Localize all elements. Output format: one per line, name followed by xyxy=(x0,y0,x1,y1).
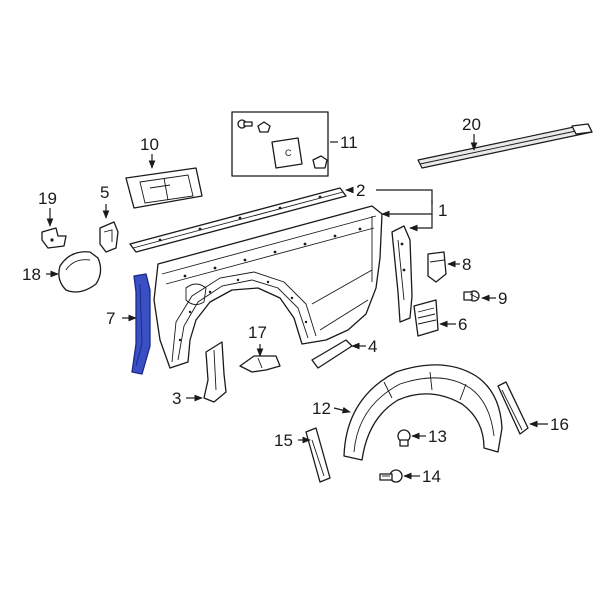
callout-18: 18 xyxy=(22,265,41,284)
part-1-vertical-bracket[interactable] xyxy=(391,225,413,323)
callout-8: 8 xyxy=(462,255,471,274)
part-1-bed-side[interactable] xyxy=(153,205,383,369)
part-20-rail[interactable] xyxy=(417,123,593,169)
part-6-vent[interactable] xyxy=(413,299,439,337)
part-10-pocket[interactable] xyxy=(125,167,203,209)
leader-lines xyxy=(46,134,548,480)
part-9-bolt[interactable] xyxy=(463,290,480,302)
part-7-reinforcement-highlighted[interactable] xyxy=(131,273,151,375)
callout-1: 1 xyxy=(438,201,447,220)
part-5-bracket[interactable] xyxy=(99,221,119,253)
callout-16: 16 xyxy=(550,415,569,434)
part-11-hardware-kit[interactable]: C xyxy=(231,111,329,177)
part-8-bracket[interactable] xyxy=(427,251,447,283)
part-13-push-pin[interactable] xyxy=(397,429,411,447)
callout-7: 7 xyxy=(106,309,115,328)
callout-11: 11 xyxy=(340,133,358,152)
part-2-rail-cap[interactable] xyxy=(129,187,347,253)
callout-4: 4 xyxy=(368,337,377,356)
callout-labels: 1 2 3 4 5 6 7 8 9 10 11 12 13 14 15 16 1… xyxy=(22,115,569,486)
svg-text:C: C xyxy=(285,148,292,158)
callout-9: 9 xyxy=(498,289,507,308)
callout-14: 14 xyxy=(422,467,441,486)
callout-2: 2 xyxy=(356,181,365,200)
part-4-strip[interactable] xyxy=(311,339,353,369)
callout-19: 19 xyxy=(38,189,57,208)
part-12-wheelhouse-liner[interactable] xyxy=(343,364,503,461)
callout-6: 6 xyxy=(458,315,467,334)
part-14-bolt[interactable] xyxy=(379,469,403,483)
callout-15: 15 xyxy=(274,431,293,450)
part-19-bracket[interactable] xyxy=(41,227,67,249)
callout-10: 10 xyxy=(140,135,159,154)
part-18-fuel-door[interactable] xyxy=(58,251,102,293)
callout-13: 13 xyxy=(428,427,447,446)
callout-20: 20 xyxy=(462,115,481,134)
part-3-splash-shield[interactable] xyxy=(203,341,227,403)
callout-5: 5 xyxy=(100,183,109,202)
callout-17: 17 xyxy=(248,323,267,342)
part-17-patch[interactable] xyxy=(239,355,281,373)
callout-12: 12 xyxy=(312,399,331,418)
part-16-strip[interactable] xyxy=(497,381,529,435)
part-15-strip[interactable] xyxy=(305,427,331,483)
callout-3: 3 xyxy=(172,389,181,408)
